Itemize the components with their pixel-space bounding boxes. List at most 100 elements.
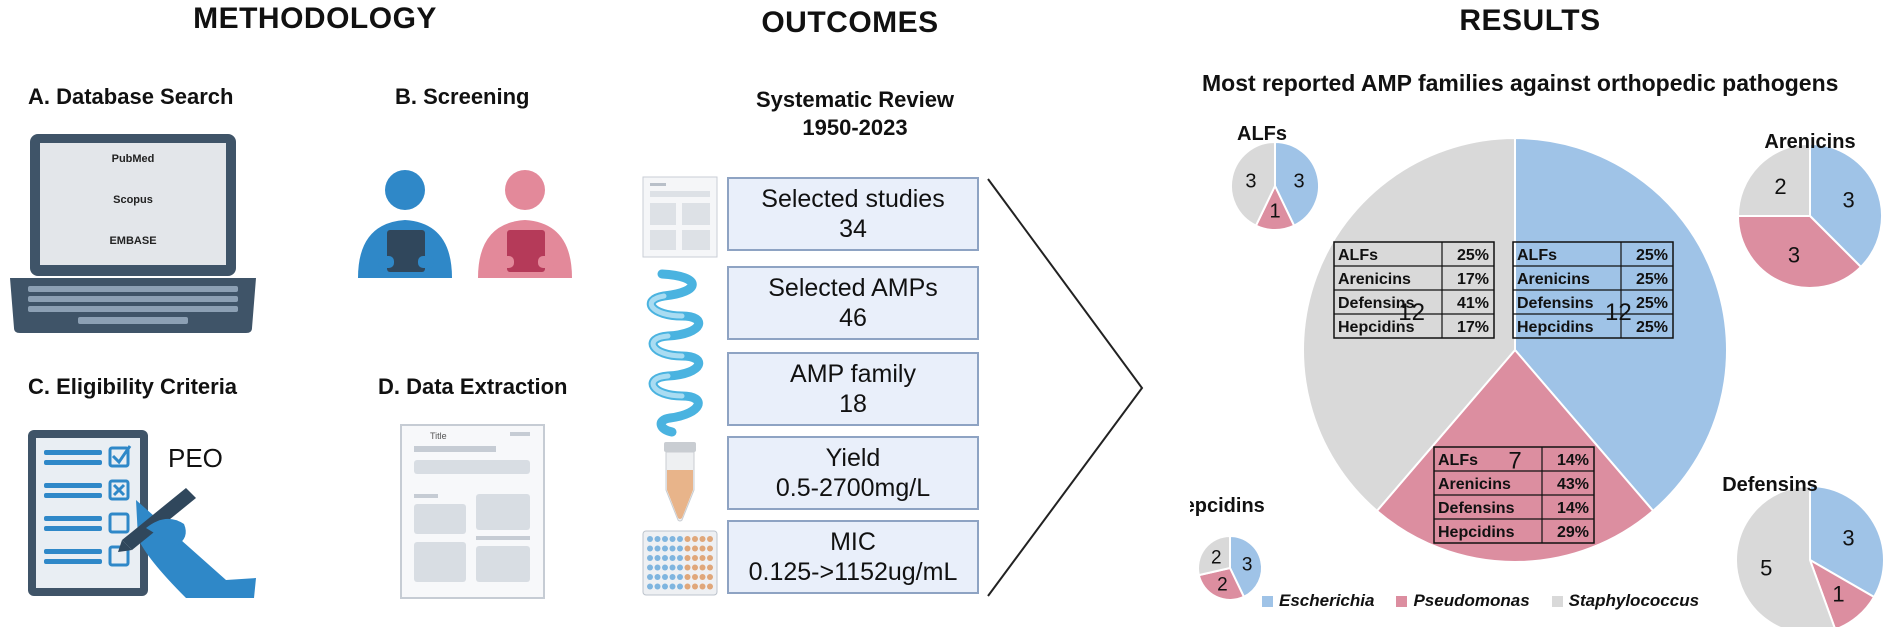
well-dot xyxy=(699,545,706,552)
table-family-cell: Arenicins xyxy=(1338,271,1411,288)
outcome-yield: Yield 0.5-2700mg/L xyxy=(727,436,979,510)
results-chart-title: Most reported AMP families against ortho… xyxy=(1202,70,1839,96)
outcome-value: 34 xyxy=(839,215,867,243)
well-dot xyxy=(669,555,676,561)
legend-label: Escherichia xyxy=(1279,591,1375,610)
pie-slice-arenicins-staphylococcus xyxy=(1736,142,1811,217)
well-dot xyxy=(707,583,713,590)
legend-swatch xyxy=(1551,595,1563,607)
table-percent-cell: 17% xyxy=(1457,319,1489,336)
pie-title: Arenicins xyxy=(1764,131,1855,153)
table-percent-cell: 25% xyxy=(1636,271,1668,288)
systematic-review-heading: Systematic Review 1950-2023 xyxy=(720,86,990,142)
well-dot xyxy=(647,536,653,542)
pie-title: Defensins xyxy=(1722,474,1818,496)
table-percent-cell: 25% xyxy=(1636,295,1668,312)
well-dot xyxy=(707,574,713,580)
well-dot xyxy=(662,555,668,561)
well-dot xyxy=(669,536,676,542)
table-percent-cell: 29% xyxy=(1557,524,1589,541)
pie-value-label: 3 xyxy=(1788,242,1800,267)
well-dot xyxy=(692,545,698,552)
results-pie-area: 12712313ALFs332Arenicins322Hepcidins315D… xyxy=(1169,110,1902,632)
pie-value-label: 12 xyxy=(1605,299,1632,326)
outcome-mic: MIC 0.125->1152ug/mL xyxy=(727,520,979,594)
well-dot xyxy=(654,583,661,590)
well-dot xyxy=(654,545,661,552)
pie-value-label: 12 xyxy=(1398,299,1425,326)
pie-value-label: 3 xyxy=(1293,171,1304,193)
table-family-cell: Hepcidins xyxy=(1517,319,1594,336)
well-dot xyxy=(707,536,713,542)
well-dot xyxy=(699,555,706,561)
table-family-cell: ALFs xyxy=(1438,452,1478,469)
screening-title: B. Screening xyxy=(395,84,530,109)
legend-item-escherichia: Escherichia xyxy=(1262,591,1374,611)
legend-label: Staphylococcus xyxy=(1568,591,1700,610)
document-icon xyxy=(400,424,545,599)
well-dot xyxy=(647,545,653,552)
well-dot xyxy=(647,555,653,561)
well-dot xyxy=(669,545,676,552)
data-extraction-title: D. Data Extraction xyxy=(378,374,568,399)
laptop-illustration xyxy=(8,130,258,335)
outcome-value: 0.5-2700mg/L xyxy=(775,474,931,502)
well-dot xyxy=(692,583,698,590)
table-family-cell: Arenicins xyxy=(1438,476,1511,493)
table-percent-cell: 41% xyxy=(1457,295,1489,312)
pie-value-label: 3 xyxy=(1245,171,1256,193)
legend-item-staphylococcus: Staphylococcus xyxy=(1551,591,1700,611)
results-heading: RESULTS xyxy=(1459,4,1601,37)
pie-slice-hepcidins-escherichia xyxy=(1229,534,1263,599)
pie-slice-defensins-staphylococcus xyxy=(1735,484,1837,632)
well-dot xyxy=(662,574,668,580)
well-dot xyxy=(677,564,683,571)
outcome-amp-family: AMP family 18 xyxy=(727,352,979,426)
systematic-review-years: 1950-2023 xyxy=(802,115,908,140)
db-scopus: Scopus xyxy=(113,194,153,206)
table-percent-cell: 25% xyxy=(1636,247,1668,264)
well-dot xyxy=(684,583,691,590)
legend-swatch xyxy=(1396,595,1408,607)
table-percent-cell: 43% xyxy=(1557,476,1589,493)
legend-swatch xyxy=(1262,595,1273,607)
table-percent-cell: 25% xyxy=(1636,319,1668,336)
pie-slice-defensins-escherichia xyxy=(1809,484,1885,599)
eligibility-criteria-title: C. Eligibility Criteria xyxy=(28,374,238,399)
pie-title: Hepcidins xyxy=(1190,495,1265,517)
legend-label: Pseudomonas xyxy=(1413,591,1530,610)
methodology-heading: METHODOLOGY xyxy=(193,2,437,35)
well-dot xyxy=(677,545,683,552)
table-family-cell: Hepcidins xyxy=(1338,319,1415,336)
well-dot xyxy=(684,574,691,580)
well-dot xyxy=(677,574,683,580)
table-family-cell: Defensins xyxy=(1338,295,1415,312)
pie-value-label: 7 xyxy=(1508,448,1521,475)
pie-slice-hepcidins-staphylococcus xyxy=(1197,534,1231,577)
well-dot xyxy=(707,555,713,561)
well-dot xyxy=(684,536,691,542)
db-pubmed: PubMed xyxy=(111,153,155,165)
outcome-value: 46 xyxy=(839,304,867,332)
systematic-review-title: Systematic Review xyxy=(755,87,955,112)
legend-item-pseudomonas: Pseudomonas xyxy=(1396,591,1530,611)
outcome-value: 0.125->1152ug/mL xyxy=(748,558,958,586)
pie-value-label: 1 xyxy=(1269,201,1280,223)
well-dot xyxy=(699,564,706,571)
outcome-selected-amps: Selected AMPs 46 xyxy=(727,266,979,340)
legend: Escherichia Pseudomonas Staphylococcus xyxy=(1262,591,1699,611)
outcome-label: Selected AMPs xyxy=(768,274,938,302)
well-dot xyxy=(662,545,668,552)
document-title-label: Title xyxy=(430,431,447,441)
well-dot xyxy=(677,555,683,561)
well-dot xyxy=(662,564,668,571)
outcomes-heading: OUTCOMES xyxy=(761,6,939,39)
table-percent-cell: 17% xyxy=(1457,271,1489,288)
pie-value-label: 1 xyxy=(1832,582,1844,607)
peo-label: PEO xyxy=(168,443,223,473)
well-dot xyxy=(669,574,676,580)
table-percent-cell: 14% xyxy=(1557,500,1589,517)
outcome-value: 18 xyxy=(839,390,867,418)
